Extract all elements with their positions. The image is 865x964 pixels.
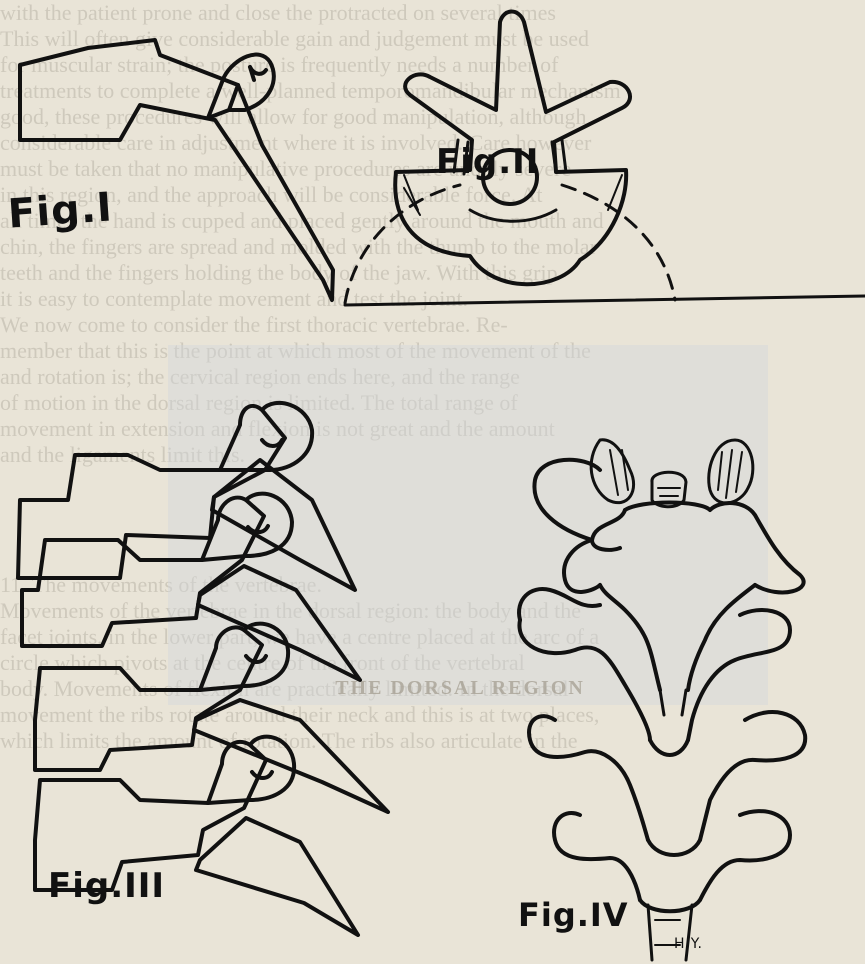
fig4-spine-back-view-drawing xyxy=(519,440,805,960)
fig1-label: Fig.I xyxy=(7,184,115,237)
fig2-label: Fig.II xyxy=(436,142,539,182)
fig3-label: Fig.III xyxy=(48,866,165,906)
fig1-vertebra-drawing xyxy=(20,40,333,300)
artist-initials: H.Y. xyxy=(674,936,703,952)
fig3-vertebrae-drawing xyxy=(18,403,388,935)
fig2-vertebra-drawing xyxy=(345,12,865,306)
fig4-label: Fig.IV xyxy=(518,896,629,934)
